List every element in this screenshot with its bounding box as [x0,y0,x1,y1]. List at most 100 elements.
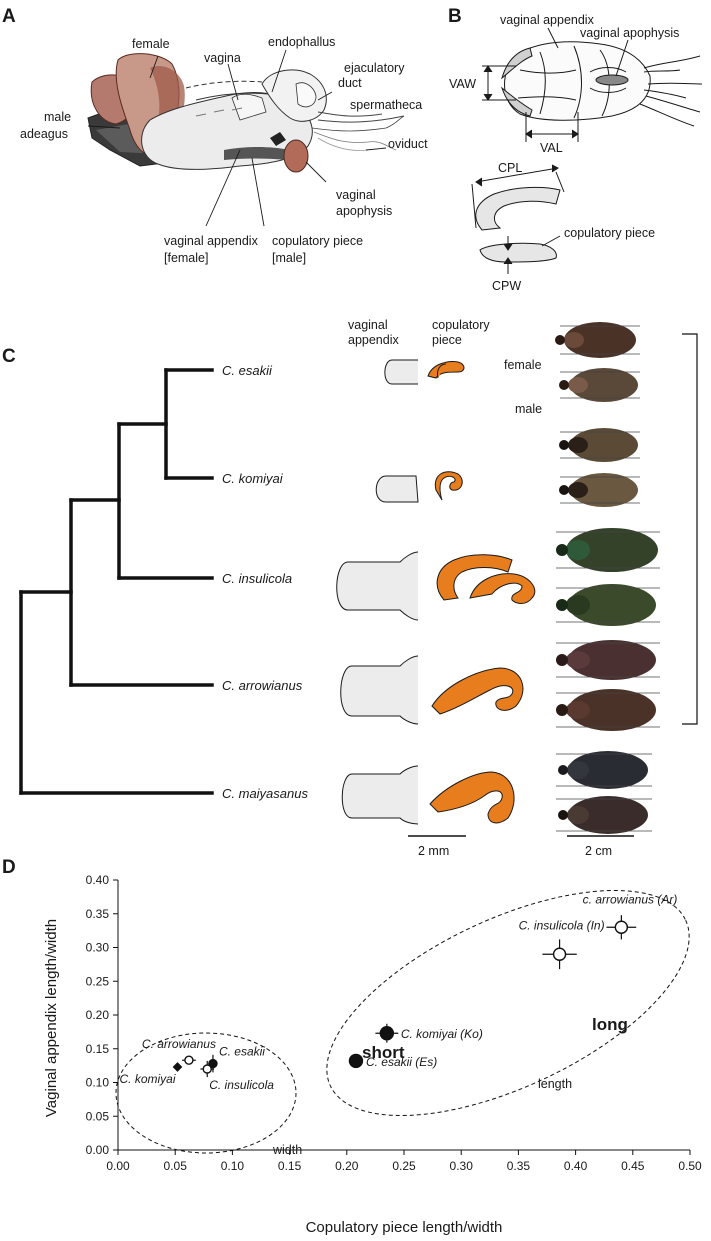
data-point [379,1026,395,1041]
y-tick-label: 0.10 [86,1076,110,1090]
length-group-ellipse [326,889,690,1117]
width-group-ellipse [115,1032,297,1154]
beetle-esakii-female [555,322,640,358]
y-tick-label: 0.05 [86,1109,110,1123]
y-tick-label: 0.15 [86,1042,110,1056]
y-tick-label: 0.40 [86,873,110,887]
scale-label-2cm: 2 cm [585,844,612,858]
label-female: female [132,37,170,51]
x-tick-label: 0.10 [221,1159,245,1173]
point-label: C. insulicola (In) [519,918,605,932]
label-b-vaginal-apophysis: vaginal apophysis [580,26,679,40]
panel-label-c: C [2,346,16,367]
panel-label-b: B [448,6,462,27]
col-header-piece: piece [432,333,462,347]
label-val: VAL [540,141,563,155]
x-tick-label: 0.35 [507,1159,531,1173]
label-copulatory-piece: copulatory piece [272,234,363,248]
label-oviduct: oviduct [388,137,428,151]
label-b-vaginal-appendix: vaginal appendix [500,13,595,27]
data-point [348,1053,364,1069]
x-tick-label: 0.25 [392,1159,416,1173]
label-male-bracket: [male] [272,251,306,265]
label-vaw: VAW [449,77,476,91]
point-label: C. komiyai [119,1072,175,1086]
phylogenetic-tree [19,368,214,795]
beetle-komiyai-male [559,473,640,507]
x-tick-label: 0.00 [106,1159,130,1173]
label-cpl: CPL [498,161,522,175]
data-point [614,920,629,934]
vaginal-appendix-shapes [336,359,419,825]
annotation-length: length [538,1077,572,1091]
beetle-maiyasanus-male [556,796,652,834]
label-b-copulatory-piece: copulatory piece [564,226,655,240]
species-name: C. maiyasanus [222,786,308,801]
x-axis-title: Copulatory piece length/width [306,1219,503,1236]
species-name: C. esakii [222,363,273,378]
data-point [552,947,567,961]
point-label: c. arrowianus (Ar) [583,892,678,906]
x-tick-label: 0.45 [621,1159,645,1173]
data-point [172,1062,183,1072]
y-tick-label: 0.00 [86,1143,110,1157]
label-spermatheca: spermatheca [350,98,422,112]
data-point [208,1058,218,1069]
beetle-arrowianus-male [556,689,660,731]
panel-b-illustration [471,27,703,274]
label-vaginal-apophysis-1: vaginal [336,188,376,202]
beetle-insulicola-female [556,528,660,572]
data-point [202,1064,212,1074]
y-tick-label: 0.25 [86,974,110,988]
label-adeagus: adeagus [20,127,68,141]
col-header-copulatory: copulatory [432,318,490,332]
beetle-arrowianus-female [556,640,660,680]
point-label: C. insulicola [209,1078,274,1092]
y-axis: 0.00 0.05 0.10 0.15 0.20 0.25 0.30 0.35 0.40 [86,873,118,1157]
x-tick-label: 0.05 [164,1159,188,1173]
label-female-bracket: [female] [164,251,208,265]
y-axis-title: Vaginal appendix length/width [43,919,60,1117]
col-header-vaginal: vaginal [348,318,388,332]
label-male-beetle: male [515,402,542,416]
label-vaginal-apophysis-2: apophysis [336,204,392,218]
species-name: C. komiyai [222,471,284,486]
x-tick-label: 0.30 [450,1159,474,1173]
beetle-komiyai-female [559,428,640,462]
x-tick-label: 0.15 [278,1159,302,1173]
y-tick-label: 0.35 [86,907,110,921]
panel-label-d: D [2,857,16,878]
panel-label-a: A [2,6,16,27]
panel-a-illustration [87,49,405,227]
point-label: C. komiyai (Ko) [401,1027,483,1041]
label-ejaculatory: ejaculatory [344,61,405,75]
x-tick-label: 0.40 [564,1159,588,1173]
label-vaginal-appendix: vaginal appendix [164,234,259,248]
point-label: C. arrowianus [142,1037,216,1051]
x-tick-label: 0.50 [678,1159,702,1173]
copulatory-piece-shapes [427,361,536,824]
beetle-insulicola-male [556,584,660,626]
species-name: C. insulicola [222,571,292,586]
label-endophallus: endophallus [268,35,335,49]
scatter-chart: 0.00 0.05 0.10 0.15 0.20 0.25 0.30 0.35 0.40 0.0… [43,873,702,1236]
beetle-esakii-male [559,368,640,402]
label-cpw: CPW [492,279,521,293]
y-tick-label: 0.20 [86,1008,110,1022]
data-point [184,1055,194,1065]
data-points: c. arrowianus (Ar) C. insulicola (In) C. k… [119,892,677,1092]
annotation-width: width [272,1143,302,1157]
label-duct: duct [338,76,362,90]
scale-label-2mm: 2 mm [418,844,449,858]
y-tick-label: 0.30 [86,941,110,955]
species-name: C. arrowianus [222,678,303,693]
col-header-appendix: appendix [348,333,399,347]
label-vagina: vagina [204,51,241,65]
x-tick-label: 0.20 [335,1159,359,1173]
x-axis: 0.00 0.05 0.10 0.15 0.20 0.25 0.30 0.35 0.40 0.45… [106,1150,702,1173]
annotation-long: long [592,1015,628,1034]
group-bracket [682,333,698,725]
beetle-photos [555,322,660,834]
point-label: C. esakii [219,1045,265,1059]
